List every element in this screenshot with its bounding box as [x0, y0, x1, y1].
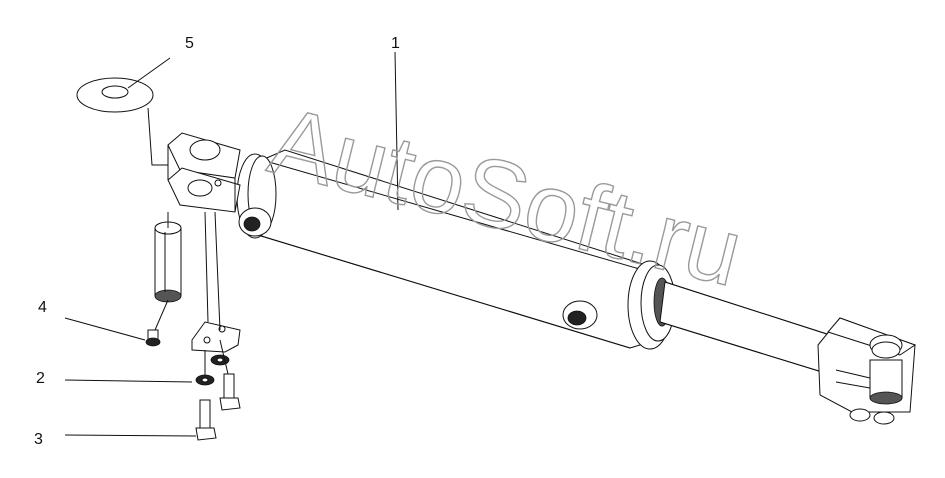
callout-2: 2 — [36, 370, 45, 387]
assembly-lines — [147, 107, 229, 375]
callout-3: 3 — [34, 431, 43, 448]
grease-fitting — [145, 329, 161, 347]
rod-clevis — [817, 317, 917, 425]
leader-lines — [64, 51, 399, 437]
washer-set — [195, 354, 230, 386]
bolt-set — [195, 373, 241, 441]
base-clevis — [167, 132, 241, 213]
callout-5: 5 — [185, 35, 194, 52]
large-washer — [76, 77, 154, 113]
callout-4: 4 — [38, 299, 47, 316]
callout-1: 1 — [391, 35, 400, 52]
lock-plate — [191, 321, 241, 353]
cylinder-body — [236, 149, 676, 350]
clevis-pin — [154, 221, 182, 303]
